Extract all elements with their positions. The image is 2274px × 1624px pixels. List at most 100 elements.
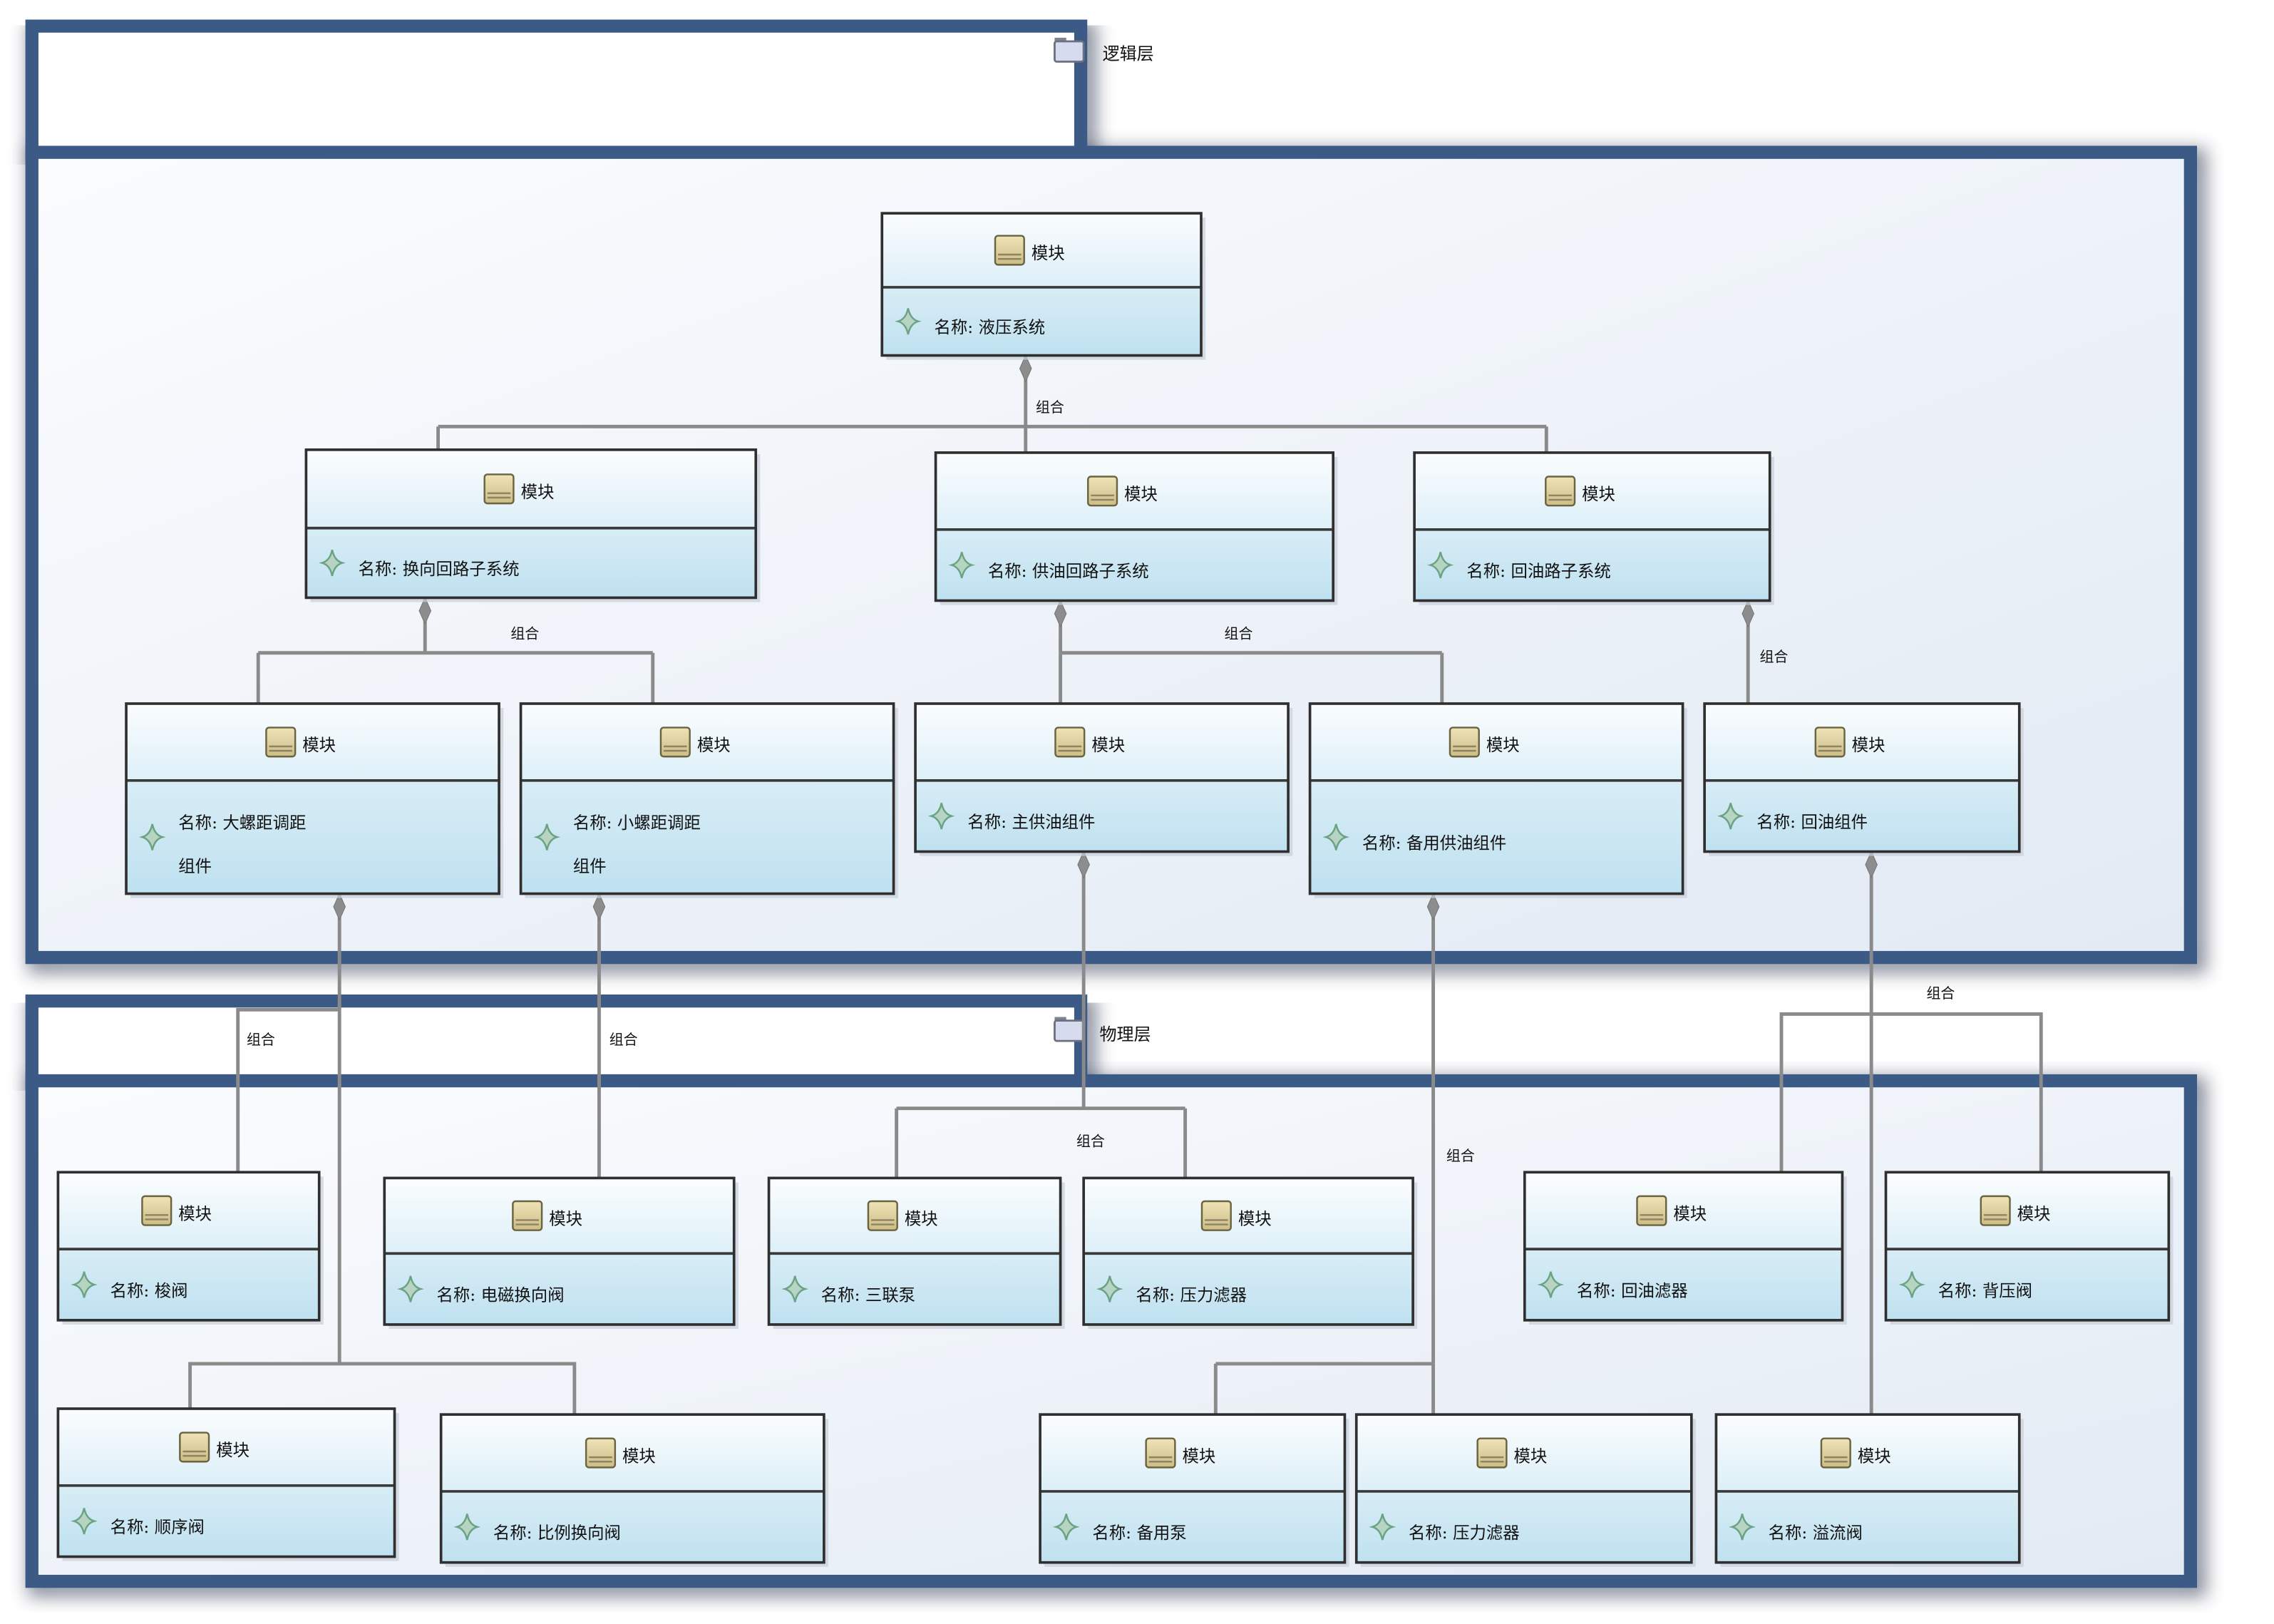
block-name-attribute: 名称: 换向回路子系统 bbox=[359, 559, 520, 579]
composition-large-pitch-assembly[interactable] bbox=[188, 1362, 577, 1415]
block-name-attribute: 名称: 主供油组件 bbox=[967, 812, 1095, 832]
block-name-attribute-continued: 组件 bbox=[178, 856, 212, 876]
block-stereotype: 模块 bbox=[1031, 243, 1065, 263]
block-icon bbox=[867, 1200, 898, 1231]
block-icon bbox=[1814, 726, 1846, 758]
logic-layer-header: 逻辑层 bbox=[1054, 37, 1154, 63]
block-header bbox=[1524, 1172, 1843, 1250]
block-header bbox=[58, 1172, 319, 1250]
block-header bbox=[935, 452, 1334, 530]
block-header bbox=[1356, 1414, 1692, 1491]
block-attribute-compartment bbox=[58, 1485, 395, 1557]
block-attribute-compartment bbox=[520, 780, 894, 894]
block-name-attribute: 名称: 比例换向阀 bbox=[493, 1523, 621, 1543]
composition-diamond-icon bbox=[1741, 599, 1754, 628]
attribute-icon bbox=[1537, 1271, 1565, 1298]
block-icon bbox=[1145, 1437, 1176, 1469]
attribute-icon bbox=[1898, 1271, 1926, 1298]
attribute-icon bbox=[1426, 552, 1454, 579]
block-name-attribute: 名称: 顺序阀 bbox=[110, 1517, 205, 1537]
block-header bbox=[768, 1178, 1061, 1254]
block-name-attribute: 名称: 供油回路子系统 bbox=[988, 561, 1149, 581]
composition-label: 组合 bbox=[510, 625, 539, 642]
block-icon bbox=[141, 1195, 173, 1226]
block-name-attribute: 名称: 压力滤器 bbox=[1409, 1523, 1520, 1543]
block-attribute-compartment bbox=[58, 1249, 319, 1320]
composition-diamond-icon bbox=[1054, 599, 1067, 628]
attribute-icon bbox=[71, 1508, 98, 1535]
block-attribute-compartment bbox=[915, 780, 1289, 852]
block-icon bbox=[1200, 1200, 1232, 1231]
block-header bbox=[915, 703, 1289, 781]
block-stereotype: 模块 bbox=[1124, 484, 1158, 504]
block-stereotype: 模块 bbox=[1091, 735, 1125, 755]
package-icon bbox=[1054, 1017, 1085, 1042]
block-stereotype: 模块 bbox=[1514, 1446, 1548, 1466]
block-name-attribute: 名称: 溢流阀 bbox=[1769, 1523, 1863, 1543]
attribute-icon bbox=[948, 552, 976, 579]
block-stereotype: 模块 bbox=[1486, 735, 1520, 755]
block-icon bbox=[179, 1432, 210, 1463]
block-attribute-compartment bbox=[1524, 1249, 1843, 1320]
block-attribute-compartment bbox=[1716, 1491, 2020, 1563]
block-attribute-compartment bbox=[441, 1491, 824, 1563]
block-stereotype: 模块 bbox=[697, 735, 731, 755]
composition-diamond-icon bbox=[333, 893, 346, 921]
composition-oil-return-assembly[interactable] bbox=[1779, 1012, 2043, 1173]
block-attribute-compartment bbox=[882, 287, 1201, 356]
logic-layer-label: 逻辑层 bbox=[1103, 43, 1154, 63]
block-stereotype: 模块 bbox=[521, 482, 555, 502]
composition-label: 组合 bbox=[1926, 985, 1955, 1002]
composition-label: 组合 bbox=[1759, 648, 1788, 665]
block-icon bbox=[265, 726, 297, 758]
composition-label: 组合 bbox=[1076, 1133, 1105, 1150]
block-attribute-compartment bbox=[768, 1253, 1061, 1325]
composition-diamond-icon bbox=[1865, 850, 1878, 879]
block-icon bbox=[659, 726, 691, 758]
block-attribute-compartment bbox=[1414, 529, 1770, 601]
block-stereotype: 模块 bbox=[1852, 735, 1885, 755]
logic-layer-tab bbox=[31, 26, 1081, 153]
block-icon bbox=[1545, 476, 1576, 507]
composition-diamond-icon bbox=[418, 596, 432, 625]
block-name-attribute: 名称: 大螺距调距 bbox=[178, 813, 306, 833]
block-header bbox=[441, 1414, 824, 1491]
block-name-attribute: 名称: 液压系统 bbox=[935, 317, 1046, 337]
block-name-attribute: 名称: 梭阀 bbox=[110, 1280, 188, 1300]
physical-layer-label: 物理层 bbox=[1100, 1024, 1151, 1044]
block-name-attribute: 名称: 压力滤器 bbox=[1136, 1285, 1247, 1305]
composition-large-pitch-assembly[interactable] bbox=[236, 1007, 340, 1173]
composition-label: 组合 bbox=[609, 1031, 638, 1048]
block-icon bbox=[994, 235, 1025, 266]
block-header bbox=[384, 1178, 734, 1254]
block-stereotype: 模块 bbox=[1858, 1446, 1891, 1466]
attribute-icon bbox=[71, 1271, 98, 1298]
composition-labels: 组合组合组合组合组合组合组合组合组合 bbox=[247, 399, 1955, 1164]
attribute-icon bbox=[1322, 823, 1350, 850]
block-icon bbox=[1087, 476, 1118, 507]
block-icon bbox=[1980, 1195, 2011, 1226]
attribute-icon bbox=[781, 1275, 809, 1302]
block-name-attribute: 名称: 背压阀 bbox=[1938, 1280, 2032, 1300]
block-header bbox=[1040, 1414, 1345, 1491]
